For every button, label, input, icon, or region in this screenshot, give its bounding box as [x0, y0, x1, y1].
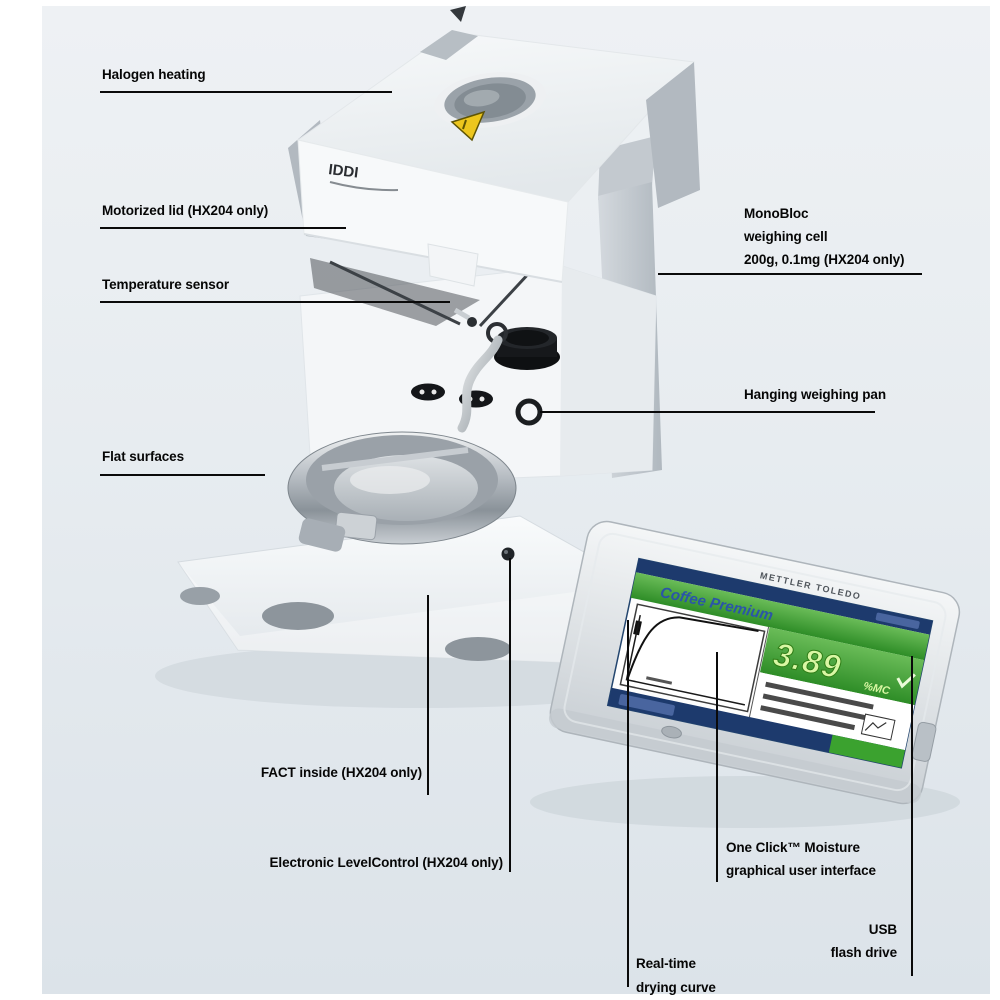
callout-line — [427, 595, 429, 795]
callout-motorized-lid: Motorized lid (HX204 only) — [102, 203, 269, 218]
moisture-analyzer: IDDI — [155, 6, 700, 708]
screen-status-bar — [636, 558, 933, 635]
result-band: 3.89 %MC — [759, 627, 925, 706]
callout-line — [627, 620, 629, 987]
usb-port-flap — [911, 721, 937, 762]
callout-line — [100, 91, 392, 93]
callout-monobloc-weighing-cell: MonoBloc weighing cell 200g, 0.1mg (HX20… — [744, 206, 905, 267]
callout-usb-flash-drive: USB flash drive — [830, 922, 898, 960]
levelcontrol-sensor-dot — [501, 547, 515, 561]
top-clamp-mark — [450, 6, 466, 22]
callout-line — [100, 227, 346, 229]
lid-viewing-window — [434, 72, 546, 128]
leveling-foot — [445, 637, 511, 661]
weighing-chamber — [287, 242, 657, 552]
callout-line — [540, 411, 875, 413]
speaker-hole — [661, 725, 682, 739]
callout-halogen-heating: Halogen heating — [102, 67, 206, 82]
callout-line — [509, 558, 511, 872]
callout-line — [716, 652, 718, 882]
hot-surface-warning-icon — [450, 110, 486, 142]
callout-one-click-moisture: One Click™ Moisture graphical user inter… — [726, 840, 876, 878]
moisture-unit: %MC — [862, 680, 892, 698]
drying-curve-chart — [619, 603, 766, 713]
leveling-foot — [180, 587, 220, 605]
chamber-knob — [494, 327, 560, 370]
green-action-button — [828, 734, 905, 768]
callout-line — [911, 656, 913, 976]
weighing-pan-assembly — [287, 431, 517, 552]
base-plate — [177, 515, 649, 665]
screen-bottom-bar — [607, 687, 905, 768]
callout-line — [100, 474, 265, 476]
callout-electronic-levelcontrol: Electronic LevelControl (HX204 only) — [269, 855, 504, 870]
callout-flat-surfaces: Flat surfaces — [102, 449, 184, 464]
lid-logo-text: IDDI — [328, 161, 360, 182]
result-details — [750, 672, 915, 751]
callout-line — [100, 301, 450, 303]
heating-lid: IDDI — [288, 6, 700, 287]
terminal: METTLER TOLEDO Coffee Premium — [530, 520, 961, 828]
callout-temperature-sensor: Temperature sensor — [102, 277, 229, 292]
leveling-foot — [262, 602, 334, 630]
touchscreen: Coffee Premium 3.89 %MC — [606, 557, 934, 769]
method-banner — [630, 572, 930, 661]
callout-line — [658, 273, 922, 275]
callout-hanging-weighing-pan: Hanging weighing pan — [744, 387, 886, 402]
callout-fact-inside: FACT inside (HX204 only) — [260, 765, 422, 780]
callout-real-time-drying-curve: Real-time drying curve — [636, 956, 716, 995]
